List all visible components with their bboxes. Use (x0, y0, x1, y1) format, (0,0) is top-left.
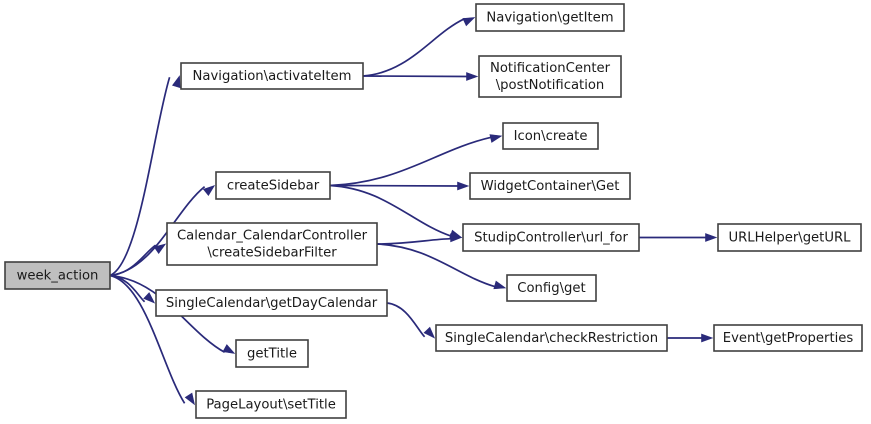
edge-arrowhead (450, 233, 463, 243)
edge-studipcontroller-url-for-to-urlhelper-geturl (639, 233, 718, 242)
node-rect[interactable] (717, 223, 862, 252)
graph-node-icon-create[interactable]: Icon\create (502, 122, 599, 150)
edge-arrowhead (466, 72, 479, 81)
graph-node-widgetcontainer-get[interactable]: WidgetContainer\Get (469, 172, 631, 200)
graph-node-week-action[interactable]: week_action (4, 261, 111, 290)
edge-line (362, 75, 469, 78)
edge-arrowhead (202, 184, 216, 197)
edge-arrowhead (184, 392, 195, 406)
edge-arrowhead (701, 333, 714, 343)
edge-line (329, 184, 452, 238)
graph-node-singlecalendar-checkrestriction[interactable]: SingleCalendar\checkRestriction (435, 324, 668, 352)
graph-node-navigation-getitem[interactable]: Navigation\getItem (475, 3, 625, 32)
node-rect[interactable] (235, 339, 309, 368)
edge-navigation-activateitem-to-navigation-getitem (362, 17, 476, 77)
edge-line (329, 136, 492, 187)
edge-arrowhead (462, 17, 476, 27)
edge-line (109, 274, 186, 404)
node-rect[interactable] (155, 289, 388, 317)
edge-arrowhead (493, 280, 507, 290)
node-rect[interactable] (462, 223, 640, 252)
graph-node-pagelayout-settitle[interactable]: PageLayout\setTitle (195, 390, 347, 419)
edge-calendar-calendarcontroller-createsidebarfilter-to-config-get (376, 243, 507, 290)
edge-arrowhead (222, 344, 236, 354)
node-rect[interactable] (180, 62, 364, 90)
edge-arrowhead (171, 75, 181, 89)
node-rect[interactable] (502, 122, 599, 150)
edge-arrowhead (423, 326, 436, 339)
edge-arrowhead (153, 243, 167, 255)
node-rect[interactable] (475, 3, 625, 32)
edge-singlecalendar-checkrestriction-to-event-getproperties (667, 333, 714, 343)
edge-layer (109, 17, 718, 406)
graph-node-navigation-activateitem[interactable]: Navigation\activateItem (180, 62, 364, 90)
graph-node-config-get[interactable]: Config\get (506, 274, 597, 302)
graph-node-notificationcenter-postnotification[interactable]: NotificationCenter\postNotification (478, 55, 622, 98)
edge-navigation-activateitem-to-notificationcenter-postnotification (362, 72, 479, 81)
graph-node-gettitle[interactable]: getTitle (235, 339, 309, 368)
edge-createsidebar-to-widgetcontainer-get (329, 181, 470, 191)
graph-node-singlecalendar-getdaycalendar[interactable]: SingleCalendar\getDayCalendar (155, 289, 388, 317)
edge-week-action-to-navigation-activateitem (109, 75, 181, 277)
edge-calendar-calendarcontroller-createsidebarfilter-to-studipcontroller-url-for (376, 233, 463, 245)
edge-line (109, 244, 157, 277)
edge-line (362, 17, 465, 77)
edge-createsidebar-to-icon-create (329, 134, 503, 187)
graph-node-studipcontroller-url-for[interactable]: StudipController\url_for (462, 223, 640, 252)
edge-week-action-to-pagelayout-settitle (109, 274, 195, 406)
edge-line (386, 302, 426, 338)
node-rect[interactable] (469, 172, 631, 200)
edge-line (376, 243, 496, 288)
edge-arrowhead (489, 134, 503, 143)
edge-line (109, 76, 171, 277)
node-rect[interactable] (713, 324, 863, 352)
node-rect[interactable] (506, 274, 597, 302)
edge-line (329, 184, 460, 187)
graph-node-createsidebar[interactable]: createSidebar (215, 171, 331, 200)
edge-line (376, 237, 452, 245)
edge-arrowhead (705, 233, 718, 242)
node-rect[interactable] (478, 55, 622, 98)
graph-node-calendar-calendarcontroller-createsidebarfilter[interactable]: Calendar_CalendarController\createSideba… (166, 222, 378, 266)
edge-arrowhead (143, 292, 156, 304)
graph-node-event-getproperties[interactable]: Event\getProperties (713, 324, 863, 352)
node-layer: week_action Navigation\activateItem Naviga… (4, 3, 863, 419)
node-rect[interactable] (4, 261, 111, 290)
edge-arrowhead (457, 181, 470, 191)
edge-week-action-to-calendar-calendarcontroller-createsidebarfilter (109, 243, 167, 277)
edge-singlecalendar-getdaycalendar-to-singlecalendar-checkrestriction (386, 302, 436, 339)
node-rect[interactable] (166, 222, 378, 266)
graph-node-urlhelper-geturl[interactable]: URLHelper\getURL (717, 223, 862, 252)
node-rect[interactable] (435, 324, 668, 352)
node-rect[interactable] (195, 390, 347, 419)
node-rect[interactable] (215, 171, 331, 200)
